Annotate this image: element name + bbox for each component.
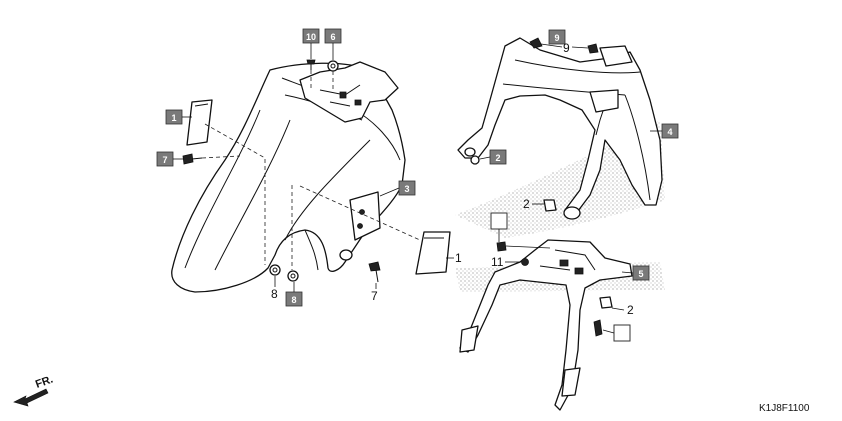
clip-9-left[interactable] (529, 37, 543, 49)
svg-text:7: 7 (371, 289, 378, 303)
label-2-lower: 2 (611, 303, 634, 317)
callout-2: 2 (479, 149, 507, 165)
callout-9: 9 (548, 29, 566, 45)
callout-5: 5 (621, 265, 650, 281)
callout-empty-upper (490, 212, 508, 242)
svg-text:8: 8 (291, 295, 296, 305)
svg-text:6: 6 (330, 32, 335, 42)
svg-text:9: 9 (554, 33, 559, 43)
fender-stay[interactable] (459, 239, 633, 411)
reflector-right[interactable] (415, 231, 451, 275)
svg-text:7: 7 (162, 155, 167, 165)
bolt-11-upper[interactable] (496, 241, 551, 252)
collar-2-upper[interactable] (470, 155, 480, 165)
svg-text:11: 11 (491, 255, 504, 269)
svg-text:5: 5 (638, 269, 643, 279)
callout-10: 10 (302, 28, 320, 59)
front-direction-arrow-icon: FR. (13, 373, 55, 407)
svg-text:8: 8 (271, 287, 278, 301)
nut-11-lower[interactable] (521, 258, 529, 266)
bolt-5-lower[interactable] (593, 319, 603, 337)
label-8: 8 (271, 276, 278, 301)
fender-side-panel (339, 191, 381, 261)
callout-8: 8 (285, 282, 303, 307)
nut-8-right[interactable] (287, 270, 299, 282)
label-7: 7 (371, 283, 378, 303)
callout-4: 4 (650, 123, 679, 139)
clip-9-right[interactable] (587, 43, 599, 54)
callout-3: 3 (379, 180, 416, 197)
nut-6[interactable] (327, 60, 339, 72)
collar-2-middle[interactable] (543, 199, 557, 212)
bolt-7-left[interactable] (182, 153, 203, 165)
svg-text:2: 2 (495, 153, 500, 163)
label-9: 9 (540, 41, 589, 55)
svg-text:1: 1 (455, 251, 462, 265)
svg-text:3: 3 (404, 184, 409, 194)
callout-empty-lower (602, 324, 631, 342)
bolt-7-right[interactable] (368, 261, 381, 283)
callout-1: 1 (165, 109, 192, 125)
front-direction-label: FR. (34, 373, 55, 390)
bolt-10[interactable] (306, 59, 316, 70)
svg-text:9: 9 (563, 41, 570, 55)
label-1-right: 1 (446, 251, 462, 265)
svg-text:1: 1 (171, 113, 176, 123)
callout-7: 7 (156, 151, 183, 167)
collar-2-lower[interactable] (599, 296, 613, 309)
fender-bracket (299, 61, 399, 123)
reflector-left[interactable] (186, 99, 213, 146)
svg-text:4: 4 (667, 127, 672, 137)
assembly-lines-left (201, 70, 421, 270)
svg-text:2: 2 (627, 303, 634, 317)
svg-text:2: 2 (523, 197, 530, 211)
drawing-code: K1J8F1100 (759, 403, 810, 414)
label-11: 11 (491, 255, 521, 269)
svg-text:10: 10 (306, 32, 316, 42)
nut-8-left[interactable] (269, 264, 281, 276)
label-2-middle: 2 (523, 197, 544, 211)
callout-6: 6 (324, 28, 342, 60)
